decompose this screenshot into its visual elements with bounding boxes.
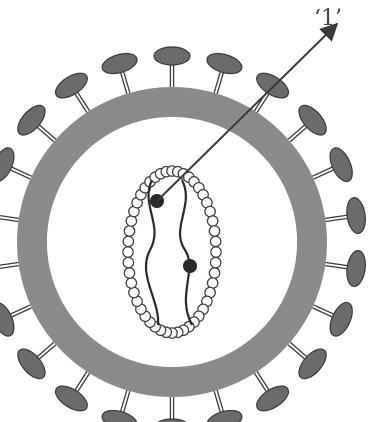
capsid-bead — [209, 226, 219, 236]
capsid-bead — [207, 216, 217, 226]
spike-head — [253, 381, 293, 416]
capsid-bead — [124, 226, 134, 236]
spike-head — [51, 68, 91, 103]
capsid-bead — [207, 278, 217, 288]
spike-stalk — [121, 390, 127, 411]
capsid-bead — [126, 278, 136, 288]
capsid-bead — [210, 236, 220, 246]
spike-stalk — [124, 391, 130, 412]
spike-stalk — [0, 218, 18, 221]
spike-head — [205, 50, 245, 77]
spike-stalk — [121, 73, 127, 94]
capsid-bead — [210, 257, 220, 267]
spike-stalk — [217, 390, 223, 411]
spike-stalk — [325, 266, 347, 269]
spike-head — [205, 407, 245, 422]
spike-head — [345, 249, 368, 287]
spike-head — [326, 299, 357, 339]
capsid-bead — [123, 247, 133, 257]
spike-head — [345, 196, 368, 234]
capsid-bead — [123, 236, 133, 246]
pointer-label: ‘1’ — [314, 8, 342, 30]
capsid-bead — [126, 216, 136, 226]
spike-stalk — [124, 72, 130, 93]
spike-stalk — [217, 73, 223, 94]
spike-head — [326, 145, 357, 185]
spike-stalk — [325, 215, 347, 218]
spike-stalk — [0, 215, 19, 218]
capsid-bead — [124, 268, 134, 278]
spike-stalk — [214, 72, 220, 93]
capsid-bead — [211, 247, 221, 257]
capsid-bead — [129, 287, 139, 297]
spike-stalk — [326, 262, 348, 265]
enzyme-dot-lower — [183, 259, 197, 273]
capsid-bead — [209, 268, 219, 278]
capsid-bead — [123, 257, 133, 267]
spike-head — [154, 47, 190, 65]
spike-stalk — [0, 262, 18, 265]
capsid-bead — [205, 206, 215, 216]
spike-head — [51, 381, 91, 416]
spike-stalk — [326, 218, 348, 221]
spike-head — [0, 145, 18, 185]
spike-head — [100, 50, 140, 77]
spike-head — [0, 299, 18, 339]
spike-stalk — [214, 391, 220, 412]
spike-head — [100, 407, 140, 422]
spike-stalk — [0, 266, 19, 269]
